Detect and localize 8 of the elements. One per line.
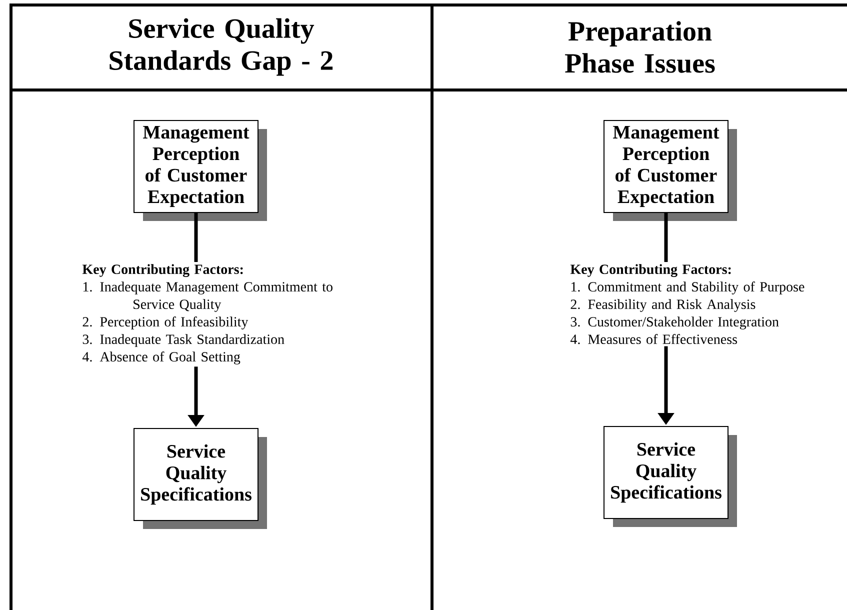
factor-list: Key Contributing Factors: 1. Inadequate Management Commitment to Service Quality 2. Perception of Infeasibility 3. Inadequate Task Standardization 4. Absence of Goal Setting — [82, 264, 332, 364]
column-heading: Service Quality Standards Gap - 2 — [110, 18, 333, 76]
process-box: Service Quality Specifications — [134, 428, 267, 529]
factor-list: Key Contributing Factors: 1. Commitment and Stability of Purpose 2. Feasibility and Risk Analysis 3. Customer/Stakeholder Integration 4. Measures of Effectiveness — [570, 264, 804, 344]
process-box: Management Perception of Customer Expectation — [134, 120, 267, 221]
process-box: Management Perception of Customer Expectation — [604, 120, 737, 221]
process-box: Service Quality Specifications — [604, 426, 737, 527]
column-heading: Preparation Phase Issues — [565, 21, 715, 73]
